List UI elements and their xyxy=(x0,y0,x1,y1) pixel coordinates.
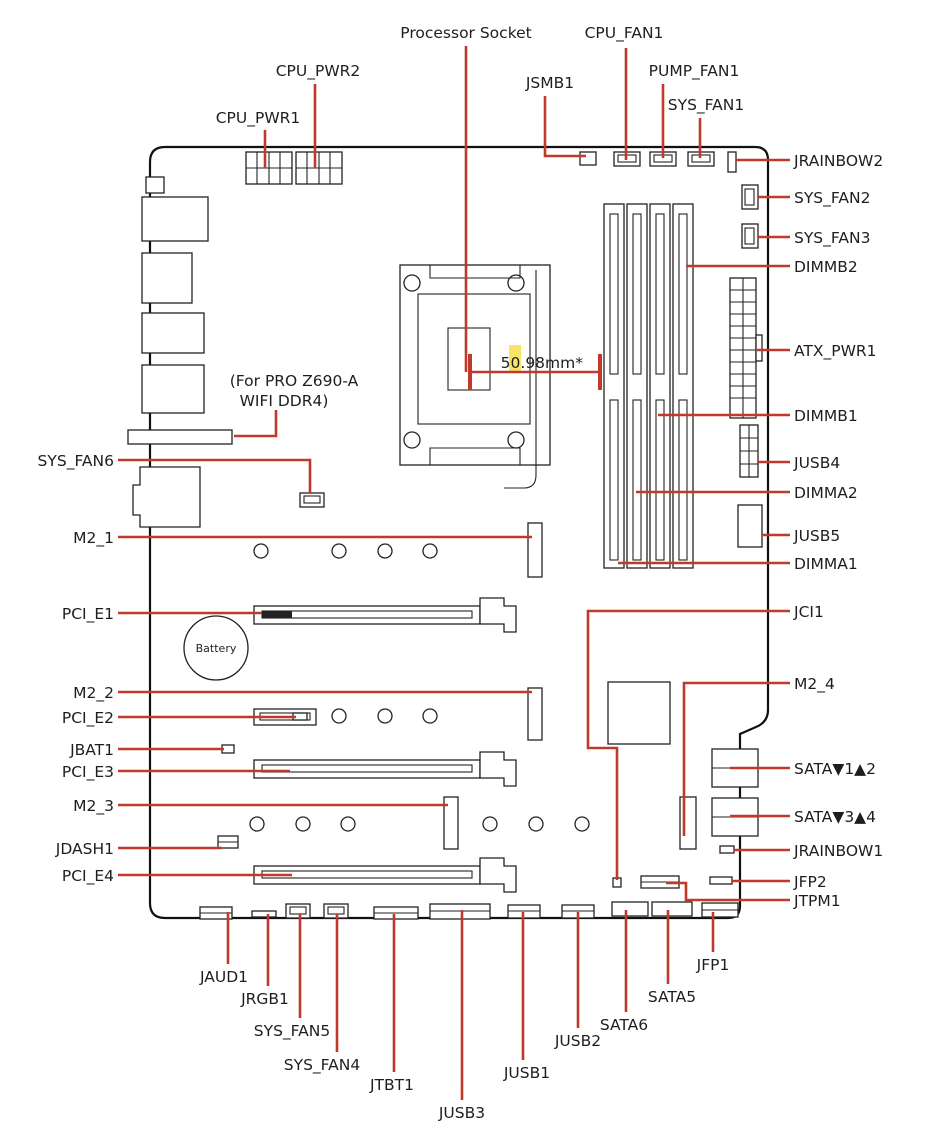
pci-e1-slot xyxy=(253,597,517,633)
jusb1-header xyxy=(507,904,541,919)
jfp2-header xyxy=(709,876,733,885)
label-m2-1: M2_1 xyxy=(73,529,114,548)
sys-fan6-header xyxy=(299,492,325,508)
label-sata34: SATA▼3▲4 xyxy=(794,808,876,826)
processor-socket xyxy=(399,264,551,489)
sys-fan2-header xyxy=(741,184,759,210)
label-cpu-pwr2: CPU_PWR2 xyxy=(276,62,361,81)
label-pci-e4: PCI_E4 xyxy=(62,867,114,886)
m2-2-standoffs xyxy=(331,708,438,724)
m2-3-slot xyxy=(443,796,459,850)
label-dimma1: DIMMA1 xyxy=(794,555,858,573)
label-jfp1: JFP1 xyxy=(696,956,730,974)
sys-fan3-header xyxy=(741,223,759,249)
cpu-pwr2-connector xyxy=(295,151,343,185)
label-pci-e2: PCI_E2 xyxy=(62,709,114,728)
label-dimmb2: DIMMB2 xyxy=(794,258,858,276)
label-sys-fan4: SYS_FAN4 xyxy=(284,1056,360,1075)
dimm-slots xyxy=(603,203,694,569)
label-pci-e1: PCI_E1 xyxy=(62,605,114,624)
label-jsmb1: JSMB1 xyxy=(525,74,574,92)
label-cpu-fan1: CPU_FAN1 xyxy=(585,24,664,43)
jusb5-header xyxy=(737,504,763,548)
cmos-battery: Battery xyxy=(183,615,249,681)
label-jrgb1: JRGB1 xyxy=(240,990,289,1008)
sys-fan5-header xyxy=(285,903,311,919)
label-sata12: SATA▼1▲2 xyxy=(794,760,876,778)
label-sata5: SATA5 xyxy=(648,988,696,1006)
label-jfp2: JFP2 xyxy=(793,873,827,891)
label-jusb1: JUSB1 xyxy=(503,1064,550,1082)
jrainbow1-header xyxy=(719,845,735,854)
jtbt1-header xyxy=(373,906,419,920)
jusb4-header xyxy=(739,424,759,478)
jaud1-header xyxy=(199,906,233,920)
label-jusb2: JUSB2 xyxy=(554,1032,601,1050)
m2-1-slot xyxy=(527,522,543,578)
dimension-label: 50.98mm* xyxy=(501,354,584,372)
label-jaud1: JAUD1 xyxy=(199,968,248,986)
label-for-pro-line2: WIFI DDR4) xyxy=(240,392,329,410)
label-dimmb1: DIMMB1 xyxy=(794,407,858,425)
battery-label: Battery xyxy=(196,642,237,655)
label-dimma2: DIMMA2 xyxy=(794,484,858,502)
label-pci-e3: PCI_E3 xyxy=(62,763,114,782)
label-jusb4: JUSB4 xyxy=(793,454,840,472)
cpu-pwr1-connector xyxy=(245,151,293,185)
label-jdash1: JDASH1 xyxy=(55,840,114,858)
atx-pwr1-connector xyxy=(729,277,763,419)
label-jci1: JCI1 xyxy=(793,603,824,621)
label-jusb3: JUSB3 xyxy=(438,1104,485,1122)
jusb2-header xyxy=(561,904,595,919)
label-pump-fan1: PUMP_FAN1 xyxy=(649,62,740,81)
label-sys-fan2: SYS_FAN2 xyxy=(794,189,870,208)
leader-lines xyxy=(118,46,790,1100)
label-atx-pwr1: ATX_PWR1 xyxy=(794,342,877,361)
label-jtpm1: JTPM1 xyxy=(793,892,841,910)
label-m2-4: M2_4 xyxy=(794,675,835,694)
chipset xyxy=(607,681,671,745)
jrainbow2-header xyxy=(727,151,737,173)
label-cpu-pwr1: CPU_PWR1 xyxy=(216,109,301,128)
label-sys-fan5: SYS_FAN5 xyxy=(254,1022,330,1041)
label-jbat1: JBAT1 xyxy=(69,741,114,759)
label-sys-fan1: SYS_FAN1 xyxy=(668,96,744,115)
m2-2-slot xyxy=(527,687,543,741)
sata5-connector xyxy=(651,901,693,917)
m2-3-standoffs xyxy=(249,816,590,832)
sata6-connector xyxy=(611,901,649,917)
label-jusb5: JUSB5 xyxy=(793,527,840,545)
label-jtbt1: JTBT1 xyxy=(369,1076,414,1094)
label-sys-fan6: SYS_FAN6 xyxy=(38,452,114,471)
label-for-pro-line1: (For PRO Z690-A xyxy=(230,372,359,390)
pci-e3-slot xyxy=(253,751,517,787)
jfp1-header xyxy=(701,902,739,918)
m2-1-standoffs xyxy=(253,543,438,559)
m2-4-slot xyxy=(679,796,697,850)
label-jrainbow2: JRAINBOW2 xyxy=(793,152,883,170)
rear-io-panel xyxy=(127,176,233,528)
jrgb1-header xyxy=(251,910,277,918)
jusb3-header xyxy=(429,903,491,920)
dimension-highlight xyxy=(509,345,521,371)
jdash1-header xyxy=(217,835,239,849)
label-sata6: SATA6 xyxy=(600,1016,648,1034)
label-m2-2: M2_2 xyxy=(73,684,114,703)
jsmb1-header xyxy=(579,151,597,166)
label-processor-socket: Processor Socket xyxy=(400,24,531,42)
label-jrainbow1: JRAINBOW1 xyxy=(793,842,883,860)
label-m2-3: M2_3 xyxy=(73,797,114,816)
label-sys-fan3: SYS_FAN3 xyxy=(794,229,870,248)
